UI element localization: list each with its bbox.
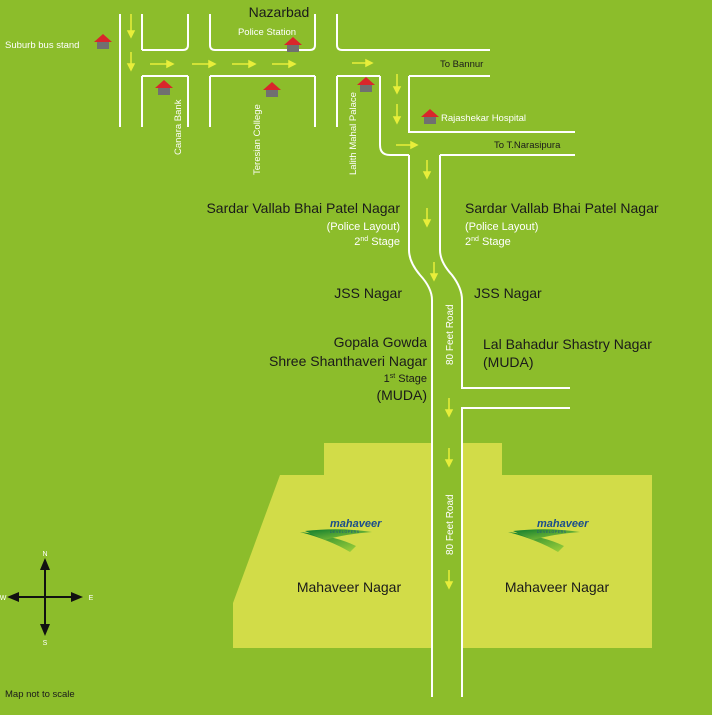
left-muda-label: (MUDA) [376,387,427,403]
mahaveer-swoosh-icon [508,532,564,552]
compass-north-arrow [40,558,50,570]
compass-south-arrow [40,624,50,636]
left-police-layout-label: (Police Layout) [327,221,400,233]
arrow-right-icon [272,59,297,69]
arrow-down-icon [444,398,454,418]
map-not-to-scale-note: Map not to scale [5,689,75,700]
mahaveer-brand-text: mahaveer [330,518,382,530]
mahaveer-brand-subtext: DEVELOPERS [330,530,360,534]
road-network [119,14,575,697]
arrow-down-icon [444,448,454,468]
left-stage-label: 2nd Stage [354,236,400,248]
teresian-college-label: Teresian College [252,104,263,175]
house-icon [94,34,112,49]
left-jss-nagar-label: JSS Nagar [334,285,402,301]
lal-bahadur-shastry-nagar-label: Lal Bahadur Shastry Nagar [483,336,652,352]
mahaveer-nagar-plot-area [233,443,432,648]
arrow-down-icon [392,104,402,125]
left-mahaveer-nagar-label: Mahaveer Nagar [297,579,402,595]
arrow-right-icon [232,59,257,69]
house-icon [284,37,302,52]
lalith-mahal-palace-label: Lalith Mahal Palace [348,92,359,175]
police-station-label: Police Station [238,27,296,38]
arrow-right-icon [150,59,175,69]
left-stage1-label: 1st Stage [384,373,427,385]
compass-icon [7,558,83,636]
mahaveer-brand-subtext: DEVELOPERS [537,530,567,534]
canara-bank-label: Canara Bank [173,99,184,155]
right-jss-nagar-label: JSS Nagar [474,285,542,301]
arrow-right-icon [352,58,374,68]
arrow-down-icon [429,262,439,282]
shree-shanthaveri-nagar-label: Shree Shanthaveri Nagar [269,353,427,369]
right-muda-label: (MUDA) [483,354,534,370]
arrow-down-icon [444,570,454,590]
80-feet-road-label-lower: 80 Feet Road [445,494,456,555]
gopala-gowda-label: Gopala Gowda [334,334,428,350]
right-police-layout-label: (Police Layout) [465,221,538,233]
nazarbad-label: Nazarbad [249,4,310,20]
arrow-right-icon [396,140,419,150]
compass-s-label: S [43,640,48,647]
house-icon [357,77,375,92]
arrow-right-icon [192,59,217,69]
compass-west-arrow [7,592,19,602]
arrow-down-icon [422,208,432,228]
mahaveer-logo: mahaveer DEVELOPERS [508,518,589,552]
80-feet-road-label-upper: 80 Feet Road [445,304,456,365]
left-svp-nagar-label: Sardar Vallab Bhai Patel Nagar [206,200,400,216]
to-bannur-label: To Bannur [440,59,483,70]
right-stage-label: 2nd Stage [465,236,511,248]
mahaveer-logo: mahaveer DEVELOPERS [300,518,382,552]
arrow-down-icon [422,160,432,180]
compass-w-label: W [0,595,7,602]
traffic-direction-arrows [126,14,454,590]
compass-east-arrow [71,592,83,602]
right-mahaveer-nagar-label: Mahaveer Nagar [505,579,610,595]
arrow-down-icon [392,74,402,95]
arrow-down-icon [126,14,136,39]
right-svp-nagar-label: Sardar Vallab Bhai Patel Nagar [465,200,659,216]
suburb-bus-stand-label: Suburb bus stand [5,40,79,51]
house-icon [421,109,439,124]
compass-n-label: N [42,551,47,558]
arrow-down-icon [126,52,136,72]
mahaveer-brand-text: mahaveer [537,518,589,530]
house-icon [155,80,173,95]
house-icon [263,82,281,97]
mahaveer-swoosh-icon [300,532,356,552]
compass-e-label: E [89,595,94,602]
to-tnarasipura-label: To T.Narasipura [494,140,561,151]
rajashekar-hospital-label: Rajashekar Hospital [441,113,526,124]
